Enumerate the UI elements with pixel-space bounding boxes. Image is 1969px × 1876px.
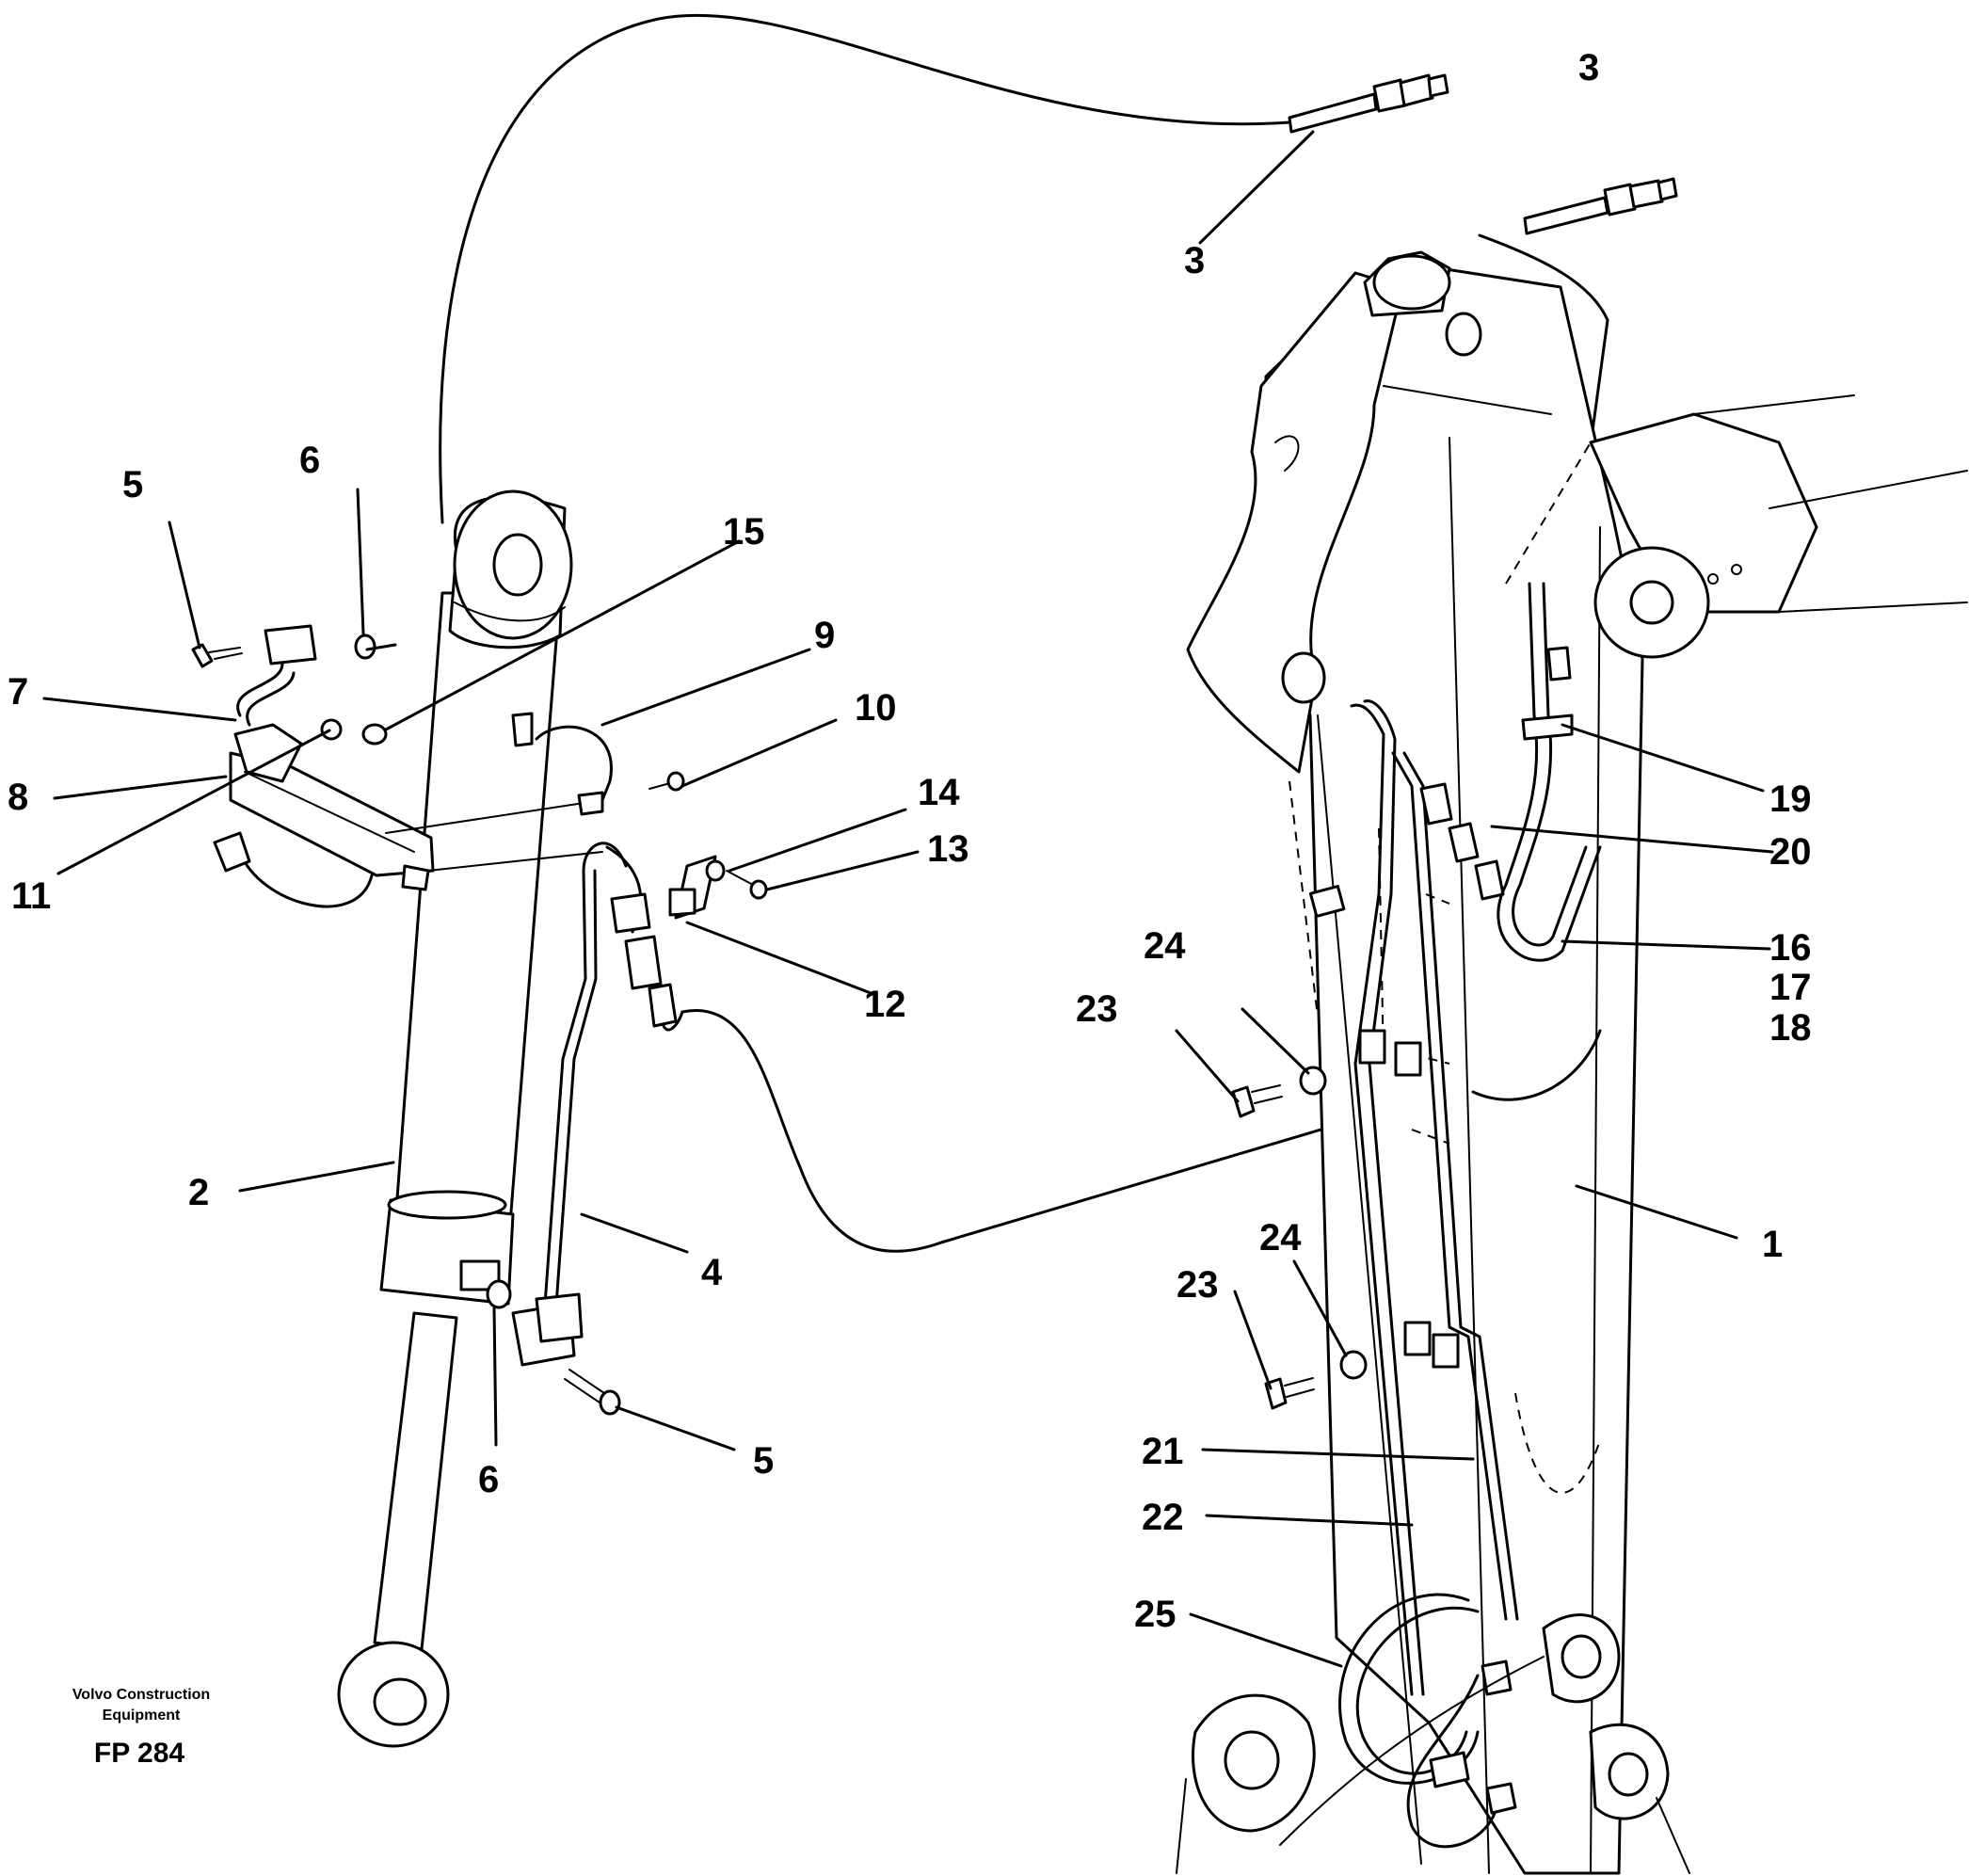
hose-loop-16-17-18 (1471, 582, 1602, 1101)
credit-line-1: Volvo Construction (72, 1687, 210, 1703)
label-18: 18 (1769, 1007, 1812, 1049)
sensor-3-lower (1523, 177, 1678, 235)
upper-cable-route (439, 13, 1291, 524)
label-15: 15 (723, 511, 765, 553)
label-19: 19 (1769, 778, 1812, 820)
label-7: 7 (8, 671, 28, 713)
arm-pipes-21-22 (1350, 699, 1519, 1696)
callout-labels: 3 3 3 5 6 7 8 11 15 9 10 14 13 12 2 4 6 … (8, 47, 1812, 1635)
label-6-upper: 6 (299, 440, 320, 481)
label-4: 4 (701, 1252, 723, 1293)
label-21: 21 (1142, 1431, 1184, 1472)
label-24-lower: 24 (1259, 1217, 1302, 1259)
figure-code: FP 284 (94, 1738, 184, 1769)
hydraulic-cylinder (337, 489, 573, 1748)
label-13: 13 (927, 828, 969, 870)
sensor-bracket-assembly (213, 624, 603, 908)
excavator-boom (1505, 394, 1968, 659)
label-5-lower: 5 (753, 1440, 774, 1482)
connector-12-assembly (605, 845, 717, 1032)
label-12: 12 (864, 984, 906, 1025)
bolt-10 (648, 771, 685, 792)
label-3-upper-left: 3 (1184, 240, 1205, 281)
label-9: 9 (814, 615, 835, 656)
label-6-lower: 6 (478, 1459, 499, 1500)
label-25: 25 (1134, 1594, 1177, 1635)
label-24-upper: 24 (1144, 925, 1186, 967)
sensor-3-upper (1288, 73, 1449, 134)
lower-cable-route (680, 1009, 1465, 1253)
label-20: 20 (1769, 831, 1812, 873)
label-14: 14 (918, 772, 960, 813)
label-8: 8 (8, 777, 28, 818)
nut-15 (361, 723, 388, 746)
pipe-4 (511, 842, 628, 1367)
label-23-upper: 23 (1076, 988, 1118, 1030)
label-17: 17 (1769, 967, 1812, 1008)
washer-6-upper (354, 633, 376, 660)
bolt-5-lower (564, 1369, 621, 1416)
credit-line-2: Equipment (103, 1708, 181, 1724)
label-11: 11 (11, 875, 51, 917)
bolt-23-washer-24-upper (1231, 1066, 1327, 1118)
label-22: 22 (1142, 1497, 1184, 1538)
label-23-lower: 23 (1177, 1264, 1219, 1306)
hose-25 (1338, 1593, 1517, 1849)
label-10: 10 (855, 687, 897, 729)
publisher-credit: Volvo Construction Equipment FP 284 (72, 1687, 210, 1769)
sensor-3-lower-cable (1478, 233, 1609, 642)
leader-lines (42, 130, 1774, 1668)
label-5-upper: 5 (122, 464, 143, 505)
bucket-linkage (1176, 1613, 1690, 1874)
label-1: 1 (1762, 1224, 1783, 1265)
label-3-top: 3 (1578, 47, 1599, 88)
label-16: 16 (1769, 927, 1812, 969)
excavator-arm (1186, 250, 1644, 1875)
washer-6-lower (486, 1279, 512, 1309)
clamp-9 (511, 712, 613, 816)
coupling-20 (1419, 782, 1505, 901)
label-2: 2 (188, 1172, 209, 1213)
